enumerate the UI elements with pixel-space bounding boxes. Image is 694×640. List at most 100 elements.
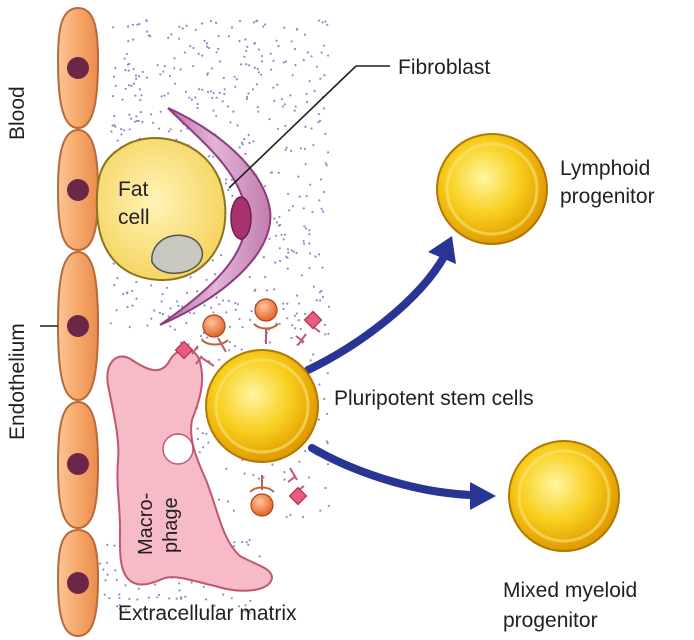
matrix-dot <box>192 65 195 68</box>
matrix-dot <box>253 42 256 45</box>
matrix-dot <box>219 612 222 616</box>
matrix-dot <box>310 127 313 130</box>
matrix-dot <box>317 19 321 22</box>
matrix-dot <box>304 312 307 315</box>
matrix-dot <box>260 55 263 58</box>
matrix-dot <box>320 289 323 293</box>
matrix-dot <box>280 233 283 236</box>
matrix-dot <box>240 141 243 144</box>
matrix-dot <box>277 44 280 48</box>
matrix-dot <box>180 129 183 132</box>
ligand-sphere <box>202 314 226 338</box>
matrix-dot <box>114 569 117 572</box>
matrix-dot <box>150 284 153 287</box>
matrix-dot <box>113 544 116 547</box>
matrix-dot <box>139 99 142 102</box>
matrix-dot <box>185 291 189 294</box>
matrix-dot <box>149 113 153 116</box>
matrix-dot <box>304 163 307 166</box>
matrix-dot <box>253 66 256 69</box>
nucleus <box>67 315 89 337</box>
matrix-dot <box>322 107 325 110</box>
matrix-dot <box>205 42 208 45</box>
matrix-dot <box>120 133 123 136</box>
matrix-dot <box>122 292 125 296</box>
matrix-dot <box>184 595 187 598</box>
matrix-dot <box>138 75 141 78</box>
matrix-dot <box>323 74 326 77</box>
matrix-dot <box>126 25 130 28</box>
matrix-dot <box>257 71 260 74</box>
matrix-dot <box>327 54 330 57</box>
matrix-dot <box>229 121 232 124</box>
matrix-dot <box>207 441 210 444</box>
matrix-dot <box>215 51 218 54</box>
matrix-dot <box>185 321 188 325</box>
matrix-dot <box>194 609 198 612</box>
fibroblast-leader-line <box>228 65 357 189</box>
matrix-dot <box>302 59 305 62</box>
matrix-dot <box>105 561 108 564</box>
matrix-dot <box>113 284 116 287</box>
matrix-dot <box>202 585 205 588</box>
matrix-dot <box>309 183 312 186</box>
matrix-dot <box>178 589 181 592</box>
lymphoid-label-line2: progenitor <box>560 185 655 208</box>
matrix-dot <box>221 299 225 302</box>
matrix-dot <box>249 318 252 321</box>
matrix-dot <box>253 289 256 292</box>
matrix-dot <box>102 568 105 571</box>
matrix-dot <box>106 543 109 547</box>
matrix-dot <box>145 76 148 79</box>
matrix-dot <box>140 94 143 97</box>
matrix-dot <box>251 88 255 91</box>
matrix-dot <box>282 302 285 305</box>
matrix-dot <box>123 57 126 60</box>
matrix-dot <box>278 247 281 250</box>
matrix-dot <box>217 498 220 501</box>
matrix-dot <box>227 35 230 38</box>
matrix-dot <box>307 476 311 479</box>
matrix-dot <box>272 86 275 89</box>
matrix-dot <box>112 75 116 78</box>
matrix-dot <box>230 178 233 181</box>
extracellular-matrix-label: Extracellular matrix <box>118 602 297 625</box>
matrix-dot <box>283 471 286 474</box>
matrix-dot <box>158 127 161 130</box>
matrix-dot <box>282 61 285 64</box>
matrix-dot <box>264 276 267 279</box>
matrix-dot <box>206 45 209 48</box>
matrix-dot <box>228 349 231 352</box>
matrix-dot <box>134 74 137 77</box>
matrix-dot <box>207 609 210 613</box>
matrix-dot <box>158 311 162 314</box>
matrix-dot <box>230 597 233 600</box>
matrix-dot <box>325 164 328 167</box>
matrix-dot <box>146 324 149 327</box>
matrix-dot <box>234 85 237 88</box>
matrix-dot <box>232 110 235 113</box>
matrix-dot <box>303 33 307 36</box>
matrix-dot <box>249 599 252 602</box>
matrix-dot <box>326 412 329 416</box>
matrix-dot <box>159 73 162 76</box>
nucleus <box>67 179 89 201</box>
matrix-dot <box>228 325 231 328</box>
matrix-dot <box>252 474 255 477</box>
matrix-dot <box>168 597 171 600</box>
matrix-dot <box>269 52 272 55</box>
matrix-dot <box>196 102 199 106</box>
matrix-dot <box>213 604 216 607</box>
matrix-dot <box>327 151 330 154</box>
matrix-dot <box>281 105 284 108</box>
matrix-dot <box>138 88 141 91</box>
matrix-dot <box>99 562 102 565</box>
matrix-dot <box>241 143 244 146</box>
matrix-dot <box>275 39 278 42</box>
matrix-dot <box>298 460 301 463</box>
fibroblast-nucleus <box>230 196 252 240</box>
matrix-dot <box>317 418 320 421</box>
matrix-dot <box>110 130 113 133</box>
matrix-dot <box>244 604 247 607</box>
matrix-dot <box>201 22 204 25</box>
